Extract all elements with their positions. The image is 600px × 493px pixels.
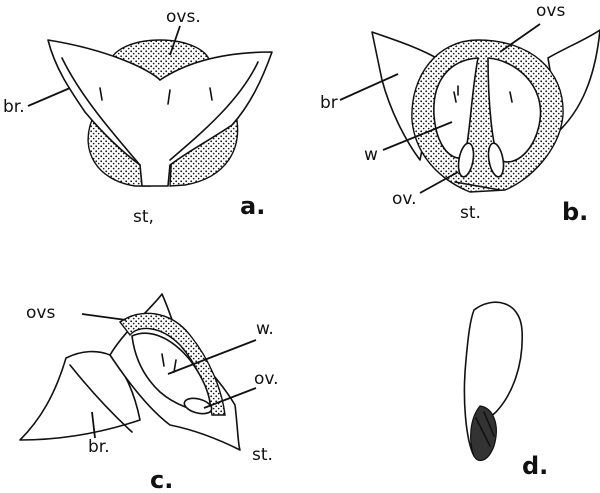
panel-c-ov-label: ov. bbox=[254, 369, 279, 389]
panel-c-letter: c. bbox=[150, 466, 173, 493]
panel-c-ovule bbox=[183, 397, 213, 415]
panel-c-bract bbox=[19, 350, 141, 441]
panel-b-ovule-left bbox=[457, 142, 475, 178]
panel-a-letter: a. bbox=[240, 192, 265, 220]
panel-b-st-label: st. bbox=[460, 203, 481, 223]
panel-b-w-label: w bbox=[364, 145, 378, 165]
panel-b-ovule-right bbox=[487, 142, 505, 178]
panel-c: ovs w. ov. br. st. c. bbox=[19, 293, 279, 493]
panel-c-st-label: st. bbox=[252, 445, 273, 465]
panel-a-ovs-label: ovs. bbox=[166, 7, 201, 27]
panel-a-st-label: st, bbox=[133, 207, 154, 227]
panel-b-ov-label: ov. bbox=[392, 189, 417, 209]
panel-b: ovs br w ov. st. b. bbox=[320, 1, 600, 226]
panel-d: d. bbox=[463, 301, 548, 480]
panel-a-br-label: br. bbox=[3, 97, 25, 117]
panel-a-bract bbox=[47, 39, 273, 187]
panel-d-letter: d. bbox=[522, 452, 548, 480]
panel-a: ovs. br. st, a. bbox=[3, 7, 273, 227]
panel-b-letter: b. bbox=[562, 198, 588, 226]
panel-c-w-label: w. bbox=[256, 319, 274, 339]
panel-c-br-label: br. bbox=[88, 437, 110, 457]
panel-b-ovs-label: ovs bbox=[536, 1, 565, 21]
panel-b-br-label: br bbox=[320, 93, 338, 113]
panel-c-ovs-label: ovs bbox=[26, 303, 55, 323]
